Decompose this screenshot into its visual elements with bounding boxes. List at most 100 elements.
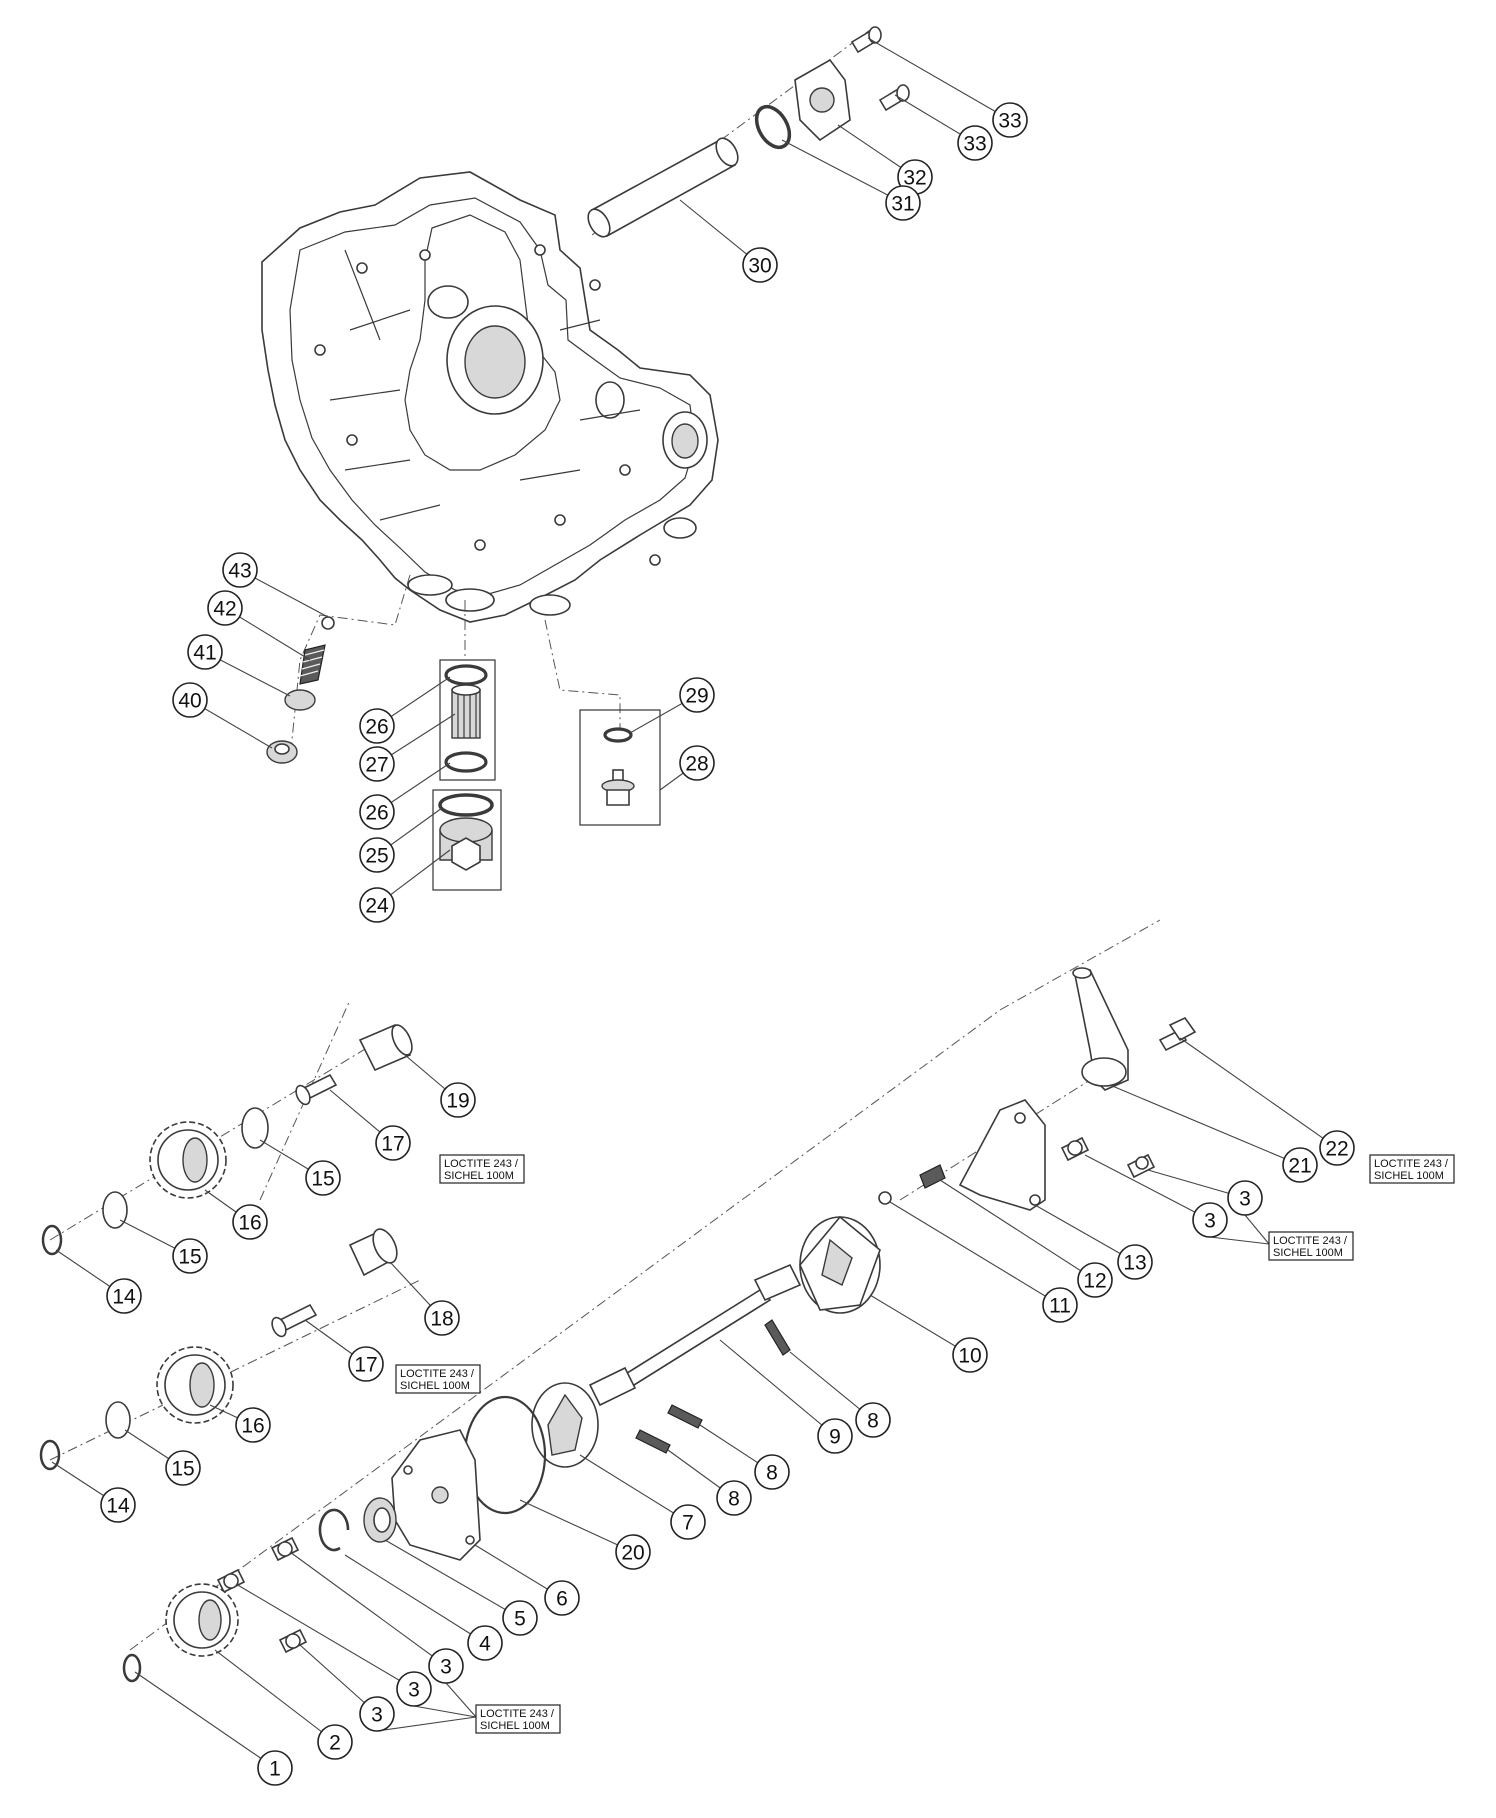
filter-group-box-lower <box>432 789 502 891</box>
callout-circle <box>1282 1147 1318 1183</box>
callout-circle <box>207 590 243 626</box>
bolt-17-lower <box>271 1303 318 1338</box>
loctite-note: LOCTITE 243 /SICHEL 100M <box>1369 1154 1455 1184</box>
leader-line-20 <box>519 1499 634 1553</box>
callout-42: 42 <box>207 590 243 626</box>
callout-number: 6 <box>556 1588 568 1611</box>
leader-line-3 <box>1084 1154 1211 1221</box>
callout-number: 3 <box>440 1656 452 1679</box>
callout-number: 3 <box>1239 1188 1251 1211</box>
note-box <box>439 1154 525 1184</box>
callout-3: 3 <box>1192 1202 1228 1238</box>
callout-number: 15 <box>171 1458 194 1481</box>
o-ring-31 <box>754 104 792 150</box>
callout-number: 8 <box>728 1488 740 1511</box>
loctite-note: LOCTITE 243 /SICHEL 100M <box>439 1154 525 1184</box>
bearing-5 <box>363 1497 397 1543</box>
callout-circle <box>359 837 395 873</box>
callout-circle <box>235 1407 271 1443</box>
callout-number: 33 <box>998 110 1021 133</box>
leader-line-9 <box>719 1339 836 1437</box>
leader-line-22 <box>1179 1037 1338 1149</box>
callout-circle <box>1077 1262 1113 1298</box>
sprocket-2 <box>165 1583 239 1657</box>
leader-line-13 <box>1034 1204 1136 1263</box>
callout-number: 3 <box>1204 1210 1216 1233</box>
callout-circle <box>679 745 715 781</box>
leader-line-8 <box>789 1351 874 1421</box>
callout-29: 29 <box>679 677 715 713</box>
callout-14: 14 <box>100 1487 136 1523</box>
callout-27: 27 <box>359 746 395 782</box>
callout-circle <box>396 1671 432 1707</box>
callout-number: 25 <box>365 845 388 868</box>
spring-42 <box>299 644 326 685</box>
callout-number: 7 <box>682 1512 694 1535</box>
sprocket-16-upper <box>149 1121 227 1199</box>
loctite-note: LOCTITE 243 /SICHEL 100M <box>1268 1231 1354 1261</box>
cover-screw-2 <box>878 84 910 112</box>
sprocket-16-lower <box>156 1346 234 1424</box>
o-ring-26-top <box>444 664 488 686</box>
banjo-bolt-22 <box>1158 1016 1197 1052</box>
washer-41 <box>284 689 316 711</box>
note-leader-line <box>1209 1236 1270 1245</box>
callout-number: 8 <box>766 1462 778 1485</box>
circlip-14-a <box>41 1224 63 1256</box>
callout-41: 41 <box>187 634 223 670</box>
callout-circle <box>615 1534 651 1570</box>
callout-circle <box>359 1696 395 1732</box>
pin-8-b <box>667 1404 703 1429</box>
callout-circle <box>187 634 223 670</box>
callout-3: 3 <box>428 1648 464 1684</box>
callout-8: 8 <box>754 1454 790 1490</box>
spring-12 <box>919 1164 946 1189</box>
callout-number: 5 <box>514 1608 526 1631</box>
callout-number: 41 <box>193 642 216 665</box>
bolt-17-upper <box>295 1073 338 1106</box>
callout-circle <box>359 794 395 830</box>
o-ring-26-bottom <box>444 751 488 773</box>
leader-line-33 <box>867 37 1011 121</box>
callout-13: 13 <box>1117 1244 1153 1280</box>
note-box <box>395 1364 481 1394</box>
callout-number: 16 <box>238 1212 261 1235</box>
callout-number: 42 <box>213 598 236 621</box>
note-leader-line <box>413 1705 477 1718</box>
callout-circle <box>232 1204 268 1240</box>
callout-8: 8 <box>716 1480 752 1516</box>
leader-line-7 <box>579 1454 689 1523</box>
pin-8-c <box>635 1429 671 1454</box>
note-line-1: LOCTITE 243 / <box>400 1368 475 1380</box>
leader-line-11 <box>889 1201 1061 1306</box>
screw-3-c <box>270 1536 300 1562</box>
callout-7: 7 <box>670 1504 706 1540</box>
callout-number: 18 <box>430 1308 453 1331</box>
callout-number: 24 <box>365 895 389 918</box>
callout-18: 18 <box>424 1300 460 1336</box>
callout-number: 31 <box>891 193 914 216</box>
drain-group-box <box>579 709 661 826</box>
callout-number: 26 <box>365 802 388 825</box>
callout-2: 2 <box>317 1724 353 1760</box>
callout-number: 3 <box>371 1704 383 1727</box>
callout-number: 20 <box>621 1542 644 1565</box>
screw-3-a <box>1060 1136 1090 1162</box>
callout-17: 17 <box>375 1125 411 1161</box>
callout-number: 8 <box>867 1410 879 1433</box>
callout-number: 22 <box>1325 1138 1348 1161</box>
callout-circle <box>992 102 1028 138</box>
callout-number: 29 <box>685 685 708 708</box>
callout-15: 15 <box>172 1238 208 1274</box>
callout-number: 13 <box>1123 1252 1146 1275</box>
callout-14: 14 <box>106 1278 142 1314</box>
crankcase-half <box>261 171 719 623</box>
leader-line-31 <box>781 139 904 204</box>
callout-number: 32 <box>903 167 926 190</box>
note-line-1: LOCTITE 243 / <box>480 1708 555 1720</box>
callout-25: 25 <box>359 837 395 873</box>
ball-43 <box>321 616 335 630</box>
callout-26: 26 <box>359 708 395 744</box>
callout-circle <box>957 125 993 161</box>
